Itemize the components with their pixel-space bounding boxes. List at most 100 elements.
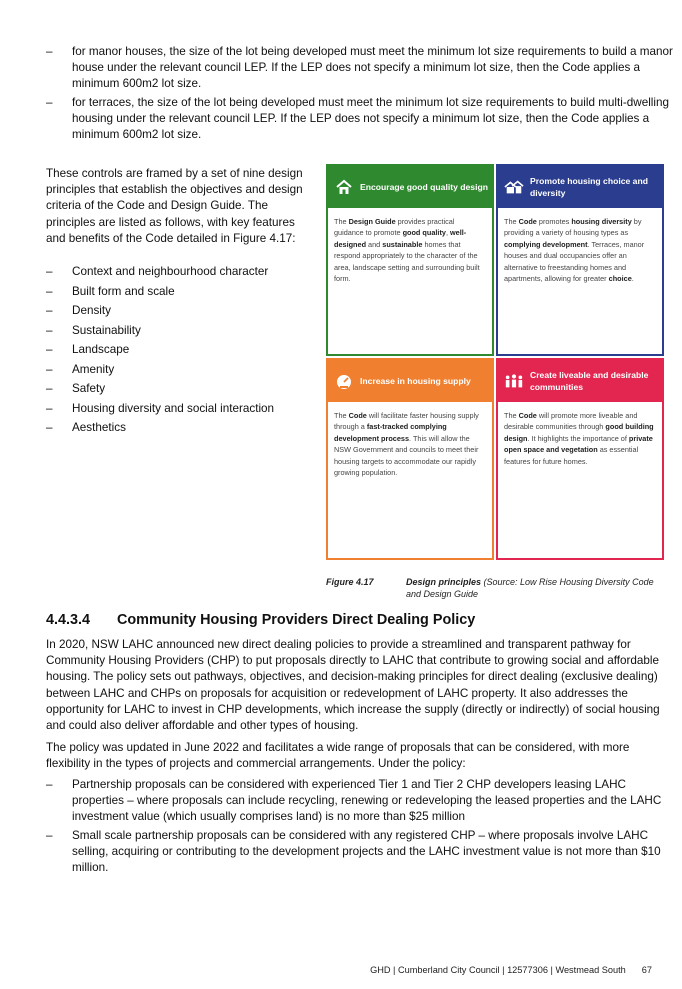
panel-header: Create liveable and desirable communitie… (498, 360, 662, 402)
body-text: as essential features for future homes. (504, 445, 639, 466)
intro-paragraph: These controls are framed by a set of ni… (46, 167, 303, 245)
panel-header: Encourage good quality design (328, 166, 492, 208)
body-text: The (334, 217, 349, 226)
page-number: 67 (641, 965, 652, 975)
top-bullet-list: – for manor houses, the size of the lot … (46, 44, 676, 146)
list-item: – Small scale partnership proposals can … (46, 828, 676, 876)
design-principles-figure: Encourage good quality design The Design… (326, 164, 666, 560)
emphasis-text: well-designed (334, 228, 467, 249)
panel-good-quality-design: Encourage good quality design The Design… (326, 164, 494, 356)
principle-text: Landscape (72, 343, 130, 356)
list-dash: – (46, 304, 53, 317)
caption-text: Design principles (Source: Low Rise Hous… (406, 577, 666, 600)
body-paragraph: The policy was updated in June 2022 and … (46, 741, 630, 771)
principle-item: –Context and neighbourhood character (46, 262, 316, 282)
list-dash: – (46, 284, 53, 298)
principle-item: –Safety (46, 379, 316, 399)
panel-header: Promote housing choice and diversity (498, 166, 662, 208)
body-text: by providing a variety of housing types … (504, 217, 642, 238)
panel-header: Increase in housing supply (328, 360, 492, 402)
body-text: The (504, 411, 519, 420)
emphasis-text: good building design (504, 422, 654, 443)
emphasis-text: choice (608, 274, 632, 284)
emphasis-text: private open space and vegetation (504, 433, 653, 455)
principle-text: Aesthetics (72, 421, 126, 434)
body-text: The (334, 411, 349, 420)
panel-body: The Code promotes housing diversity by p… (498, 208, 662, 284)
body-text: The (504, 217, 519, 226)
list-dash: – (46, 382, 53, 395)
list-dash: – (46, 96, 53, 109)
body-text: homes that respond appropriately to the … (334, 239, 480, 284)
emphasis-text: housing diversity (571, 217, 632, 226)
principles-list: –Context and neighbourhood character – Bu… (46, 262, 316, 438)
principle-text: Amenity (72, 362, 115, 376)
section-title: Community Housing Providers Direct Deali… (117, 612, 476, 628)
emphasis-text: Code (518, 217, 537, 226)
list-dash: – (46, 421, 53, 434)
figure-caption: Figure 4.17 Design principles (Source: L… (326, 577, 666, 600)
list-dash: – (46, 362, 53, 376)
people-icon (504, 371, 524, 391)
section-number: 4.4.3.4 (46, 612, 91, 628)
footer-doc-info: GHD | Cumberland City Council | 12577306… (370, 965, 626, 975)
emphasis-text: sustainable (382, 239, 423, 249)
principle-text: Housing diversity and social interaction (72, 401, 275, 415)
caption-source: (Source: Low Rise Housing Diversity Code… (406, 577, 654, 599)
principle-item: – Density (46, 301, 316, 321)
panel-title: Promote housing choice and diversity (530, 176, 648, 198)
principle-text: Sustainability (72, 323, 141, 337)
list-dash: – (46, 829, 53, 842)
list-dash: – (46, 778, 53, 791)
list-dash: – (46, 401, 53, 415)
body-text: will promote more liveable and desirable… (504, 411, 638, 432)
panel-housing-supply: Increase in housing supply The Code will… (326, 358, 494, 560)
principle-item: – Housing diversity and social interactio… (46, 399, 316, 419)
houses-icon (504, 177, 524, 197)
panel-body: The Design Guide provides practical guid… (328, 208, 492, 284)
body-text: provides practical guidance to promote (334, 217, 455, 238)
body-text: , (445, 228, 450, 238)
body-text: . (631, 274, 634, 284)
panel-housing-choice: Promote housing choice and diversity The… (496, 164, 664, 356)
principle-text: Density (72, 304, 111, 317)
panel-title: Create liveable and desirable communitie… (530, 370, 649, 392)
list-item-text: for manor houses, the size of the lot be… (72, 45, 673, 90)
panel-body: The Code will promote more liveable and … (498, 402, 662, 467)
list-item: – Partnership proposals can be considere… (46, 777, 676, 825)
body-text: . It highlights the importance of (527, 433, 629, 443)
panel-body: The Code will facilitate faster housing … (328, 402, 492, 478)
panel-liveable-communities: Create liveable and desirable communitie… (496, 358, 664, 560)
list-item: – for terraces, the size of the lot bein… (46, 95, 676, 143)
list-item-text: Small scale partnership proposals can be… (72, 829, 661, 874)
emphasis-text: good quality (402, 228, 446, 238)
emphasis-text: complying development (504, 239, 588, 249)
caption-title: Design principles (406, 577, 482, 587)
list-item-text: for terraces, the size of the lot being … (72, 96, 669, 141)
emphasis-text: Code (518, 411, 537, 420)
principle-item: – Built form and scale (46, 282, 316, 302)
principle-item: – Aesthetics (46, 418, 316, 438)
dial-icon (334, 371, 354, 391)
house-icon (334, 177, 354, 197)
list-dash: – (46, 45, 53, 58)
body-text: . This will allow the NSW Government and… (334, 433, 479, 478)
list-dash: – (46, 343, 53, 356)
body-text: will facilitate faster housing supply th… (334, 411, 479, 432)
emphasis-text: Code (348, 411, 367, 420)
principle-text: Built form and scale (72, 284, 175, 298)
list-item: – for manor houses, the size of the lot … (46, 44, 676, 92)
emphasis-text: fast-tracked complying development proce… (334, 422, 447, 443)
body-text: and (366, 239, 383, 249)
body-paragraph: In 2020, NSW LAHC announced new direct d… (46, 638, 660, 733)
list-dash: – (46, 265, 53, 278)
principle-item: – Amenity (46, 360, 316, 380)
emphasis-text: Design Guide (348, 217, 396, 226)
caption-label: Figure 4.17 (326, 577, 374, 587)
list-dash: – (46, 323, 53, 337)
principle-item: – Landscape (46, 340, 316, 360)
principle-item: – Sustainability (46, 321, 316, 341)
list-item-text: Partnership proposals can be considered … (72, 778, 662, 823)
policy-bullet-list: – Partnership proposals can be considere… (46, 777, 676, 879)
panel-title: Increase in housing supply (360, 376, 471, 386)
